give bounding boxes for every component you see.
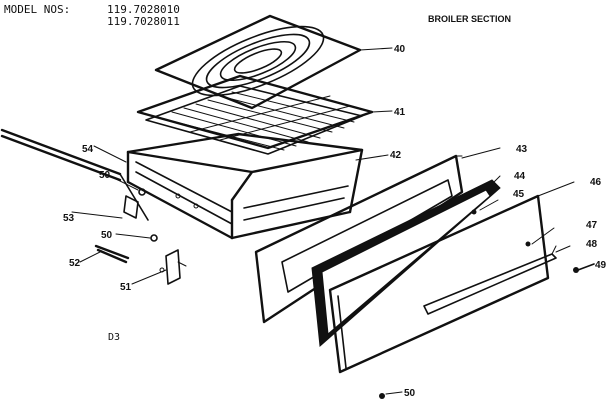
label-49: 49	[595, 260, 607, 271]
drawer-rail-part-53-54	[0, 128, 149, 221]
door-inner-panel-part-43	[254, 147, 501, 324]
label-52: 52	[69, 258, 81, 269]
door-handle-part-48	[423, 245, 571, 315]
label-48: 48	[586, 239, 598, 250]
label-40: 40	[394, 44, 406, 55]
model-number-2: 119.7028011	[107, 15, 180, 28]
model-label: MODEL NOS:	[4, 3, 70, 16]
label-54: 54	[82, 144, 94, 155]
label-51: 51	[120, 282, 132, 293]
label-44: 44	[514, 171, 526, 182]
label-50-bottom: 50	[404, 388, 416, 399]
door-outer-panel-part-46	[328, 181, 575, 374]
screw-part-50	[113, 177, 403, 399]
label-45: 45	[513, 189, 525, 200]
section-title: BROILER SECTION	[428, 14, 511, 24]
label-53: 53	[63, 213, 75, 224]
label-43: 43	[516, 144, 528, 155]
model-number-1: 119.7028010	[107, 3, 180, 16]
label-46: 46	[590, 177, 602, 188]
label-47: 47	[586, 220, 598, 231]
hinge-bracket-part-51	[131, 249, 187, 285]
door-gasket-part-44	[311, 175, 501, 348]
broiler-pan-insert-part-40	[154, 14, 393, 110]
label-41: 41	[394, 107, 406, 118]
spring-part-52	[79, 244, 130, 264]
label-42: 42	[390, 150, 402, 161]
broiler-drawer-part-42	[126, 132, 389, 240]
part-number-labels: 40 41 42 43 44 45 46 47 48 49 50 50 50 5…	[63, 44, 607, 399]
label-50-upper: 50	[99, 170, 111, 181]
screw-part-49	[573, 263, 595, 273]
page-code: D3	[108, 332, 120, 343]
label-50-middle: 50	[101, 230, 113, 241]
broiler-pan-part-41	[136, 74, 393, 155]
